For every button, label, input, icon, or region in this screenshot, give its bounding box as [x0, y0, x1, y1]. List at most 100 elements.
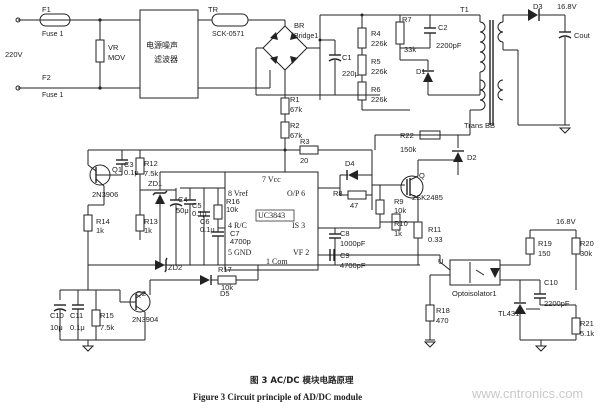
r18-ref: R18	[436, 306, 450, 315]
c3-ref: C3	[124, 160, 134, 169]
zd1-ref: ZD1	[148, 179, 162, 188]
r8-val: 47	[350, 201, 358, 210]
r22-ref: R22	[400, 131, 414, 140]
r8	[347, 190, 367, 200]
pin-vf: VF 2	[293, 248, 309, 257]
fuse-f1-val: Fuse 1	[42, 31, 64, 38]
r16	[213, 204, 223, 220]
r19	[525, 237, 535, 255]
c2-ref: C2	[438, 23, 448, 32]
c6-val: 0.1μ	[200, 225, 215, 234]
caption-cn: 图 3 AC/DC 模块电路原理	[250, 375, 354, 386]
q-val: 2SK2485	[412, 193, 443, 202]
q-ref: Q	[419, 171, 425, 180]
r14-ref: R14	[96, 217, 110, 226]
gate-drive: D4 R8 47 Q 2SK2485 R9 10k R10 1k	[318, 150, 459, 265]
transformer-t1: T1 Trans BB	[460, 5, 504, 130]
d1-ref: D1	[416, 67, 426, 76]
r4-ref: R4	[371, 29, 381, 38]
d5-diode	[200, 275, 210, 285]
snubber-network: R7 33k C2 2200pF D1	[395, 14, 470, 96]
zd2-zener	[155, 260, 165, 270]
r6	[357, 81, 367, 101]
d4-diode	[348, 170, 358, 180]
c4-ref: C4	[178, 195, 188, 204]
t1-val: Trans BB	[464, 121, 495, 130]
c2-val: 2200pF	[436, 41, 462, 50]
c8-ref: C8	[340, 229, 350, 238]
vout-label: 16.8V	[557, 2, 577, 11]
u-ref: U	[438, 257, 443, 266]
c10a-ref: C10	[50, 311, 64, 320]
c8-val: 1000pF	[340, 239, 366, 248]
r20	[571, 237, 581, 255]
pin-op: O/P 6	[287, 189, 305, 198]
r3-ref: R3	[300, 137, 310, 146]
aux-left: C3 0.1μ R12 7.5k Q1 2N3906 R14 1k R13 1k	[50, 149, 259, 352]
fuse-f2-ref: F2	[42, 73, 51, 82]
divider-r1-r2: R1 67k R2 67k R3 20	[256, 70, 410, 165]
c1-plate-bot	[328, 58, 342, 62]
input-voltage: 220V	[5, 50, 23, 59]
caption-en: Figure 3 Circuit principle of AD/DC modu…	[193, 392, 362, 402]
mosfet-q	[400, 175, 424, 199]
r11	[413, 221, 423, 239]
watermark: www.cntronics.com	[471, 386, 583, 401]
varistor-mov	[95, 39, 105, 63]
r6-val: 226k	[371, 95, 388, 104]
r15	[91, 309, 101, 327]
tl431-ref: TL431	[498, 309, 519, 318]
r4	[357, 27, 367, 49]
thermistor-tr	[211, 13, 249, 27]
d3-ref: D3	[533, 2, 543, 11]
feedback-section: U Optoisolator1 R18 470 16.8V R19 150 R2…	[318, 217, 594, 352]
fuse-f2-val: Fuse 1	[42, 92, 64, 99]
output-ground	[558, 127, 572, 134]
pin-is: IS 3	[292, 221, 305, 230]
t1-secondary	[497, 21, 504, 43]
r1-val: 67k	[290, 105, 302, 114]
c10a-val: 10μ	[50, 323, 63, 332]
c1-val: 220μ	[342, 69, 359, 78]
r16-val: 10k	[226, 205, 238, 214]
r18-val: 470	[436, 316, 449, 325]
r21	[571, 317, 581, 335]
r18	[425, 304, 435, 322]
r2-val: 67k	[290, 131, 302, 140]
c5-ref: C5	[192, 201, 202, 210]
r9	[375, 199, 385, 215]
output-section: D3 16.8V Cout	[503, 2, 591, 134]
uc3843-controller: 7 Vcc 8 Vref O/P 6 UC3843 4 R/C IS 3 5 G…	[88, 150, 420, 271]
fuse-f1-ref: F1	[42, 5, 51, 14]
r19-val: 150	[538, 249, 551, 258]
r14	[83, 214, 93, 232]
r17-ref: R17	[218, 265, 232, 274]
pin-gnd: 5 GND	[228, 248, 252, 257]
r13	[135, 214, 145, 232]
r5	[357, 54, 367, 76]
r19-ref: R19	[538, 239, 552, 248]
r16-ref: R16	[226, 197, 240, 206]
feedback-ground	[534, 345, 548, 352]
bridge-rectifier: BR Bridge1	[255, 21, 320, 95]
pin-com: 1 Com	[266, 257, 288, 266]
c7-ref: C7	[230, 229, 240, 238]
r20-ref: R20	[580, 239, 594, 248]
tl431-regulator	[514, 304, 526, 314]
r5-val: 226k	[371, 67, 388, 76]
cout-ref: Cout	[574, 31, 591, 40]
r6-ref: R6	[371, 85, 381, 94]
r11-val: 0.33	[428, 235, 443, 244]
c4-val: 50μ	[176, 206, 189, 215]
pin-vcc: 7 Vcc	[262, 175, 281, 184]
pin-vref: 8 Vref	[228, 189, 248, 198]
r7	[395, 21, 405, 45]
r21-ref: R21	[580, 319, 594, 328]
c7-val: 4700p	[230, 237, 251, 246]
c10-val: 2200pF	[544, 299, 570, 308]
r12-val: 7.5k	[144, 169, 158, 178]
r21-val: 5.1k	[580, 329, 594, 338]
ic-name: UC3843	[258, 211, 285, 220]
r13-ref: R13	[144, 217, 158, 226]
